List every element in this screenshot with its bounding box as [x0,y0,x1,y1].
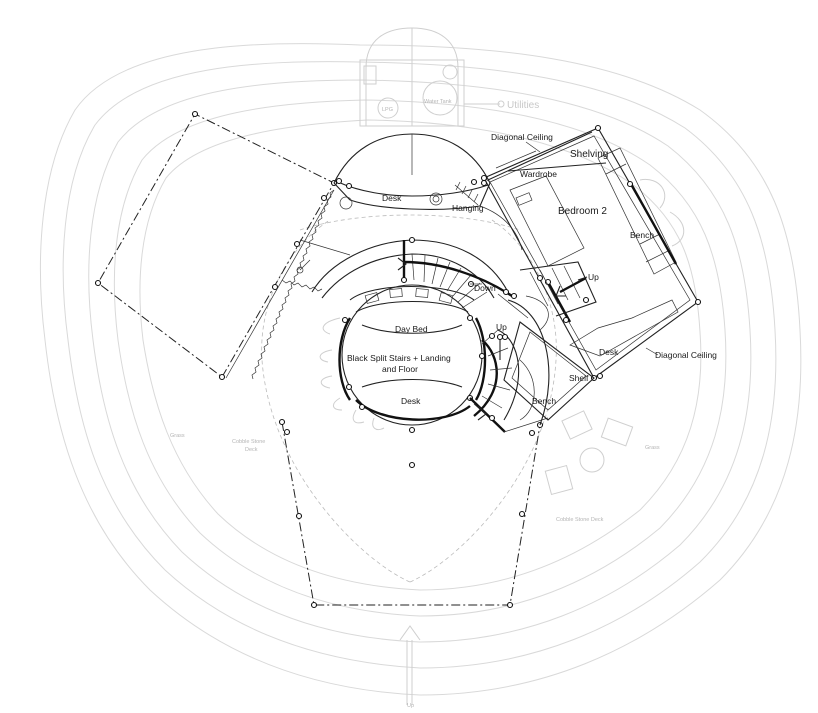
cobble-left-label-2: Deck [245,447,258,453]
up-bottom-label: Up [407,703,414,709]
bedroom-access-stair [519,261,597,331]
left-deck-outline [94,110,338,381]
stairs-label-line2: and Floor [382,364,418,374]
bottom-deck-outline [278,418,544,609]
grass-left-label: Grass [170,433,185,439]
up-right-label: Up [588,272,599,282]
bench-right-label: Bench [630,230,654,240]
lpg-label: LPG [382,107,393,113]
wardrobe-label: Wardrobe [520,169,557,179]
deck-furniture: Grass Cobble Stone Deck Grass Cobble Sto… [170,410,660,523]
water-tank-label: Water Tank [424,99,452,105]
upper-stair [397,236,518,309]
left-wall [225,189,351,380]
lower-stair [469,299,550,433]
diagonal-ceiling-top-label: Diagonal Ceiling [491,132,553,142]
entrance-arrow: Up [399,625,421,709]
desk-right-label: Desk [599,347,619,357]
shelf-bench-strip [497,293,595,421]
shelf-label: Shelf [569,373,589,383]
up-arrows [496,276,588,360]
hanging-label: Hanging [452,203,484,213]
bedroom-2-label: Bedroom 2 [558,206,607,217]
cobble-right-label: Cobble Stone Deck [556,517,604,523]
stairs-label-line1: Black Split Stairs + Landing [347,353,451,363]
desk-top-label: Desk [382,193,402,203]
desk-center-label: Desk [401,396,421,406]
top-pod [333,133,523,251]
grass-right-label: Grass [645,445,660,451]
up-center-label: Up [496,322,507,332]
bench-lower-label: Bench [532,396,556,406]
landscape-contours [39,43,802,696]
central-room [319,284,487,469]
day-bed-label: Day Bed [395,324,428,334]
utilities-block: Utilities Water Tank LPG [359,27,539,127]
utilities-label: Utilities [507,100,539,111]
cobble-left-label-1: Cobble Stone [232,439,265,445]
room-labels: Diagonal Ceiling Shelving Wardrobe Bedro… [347,132,717,406]
shelving-label: Shelving [570,149,608,160]
leader-lines [470,141,659,356]
down-label: Down [474,283,496,293]
diagonal-ceiling-right-label: Diagonal Ceiling [655,350,717,360]
